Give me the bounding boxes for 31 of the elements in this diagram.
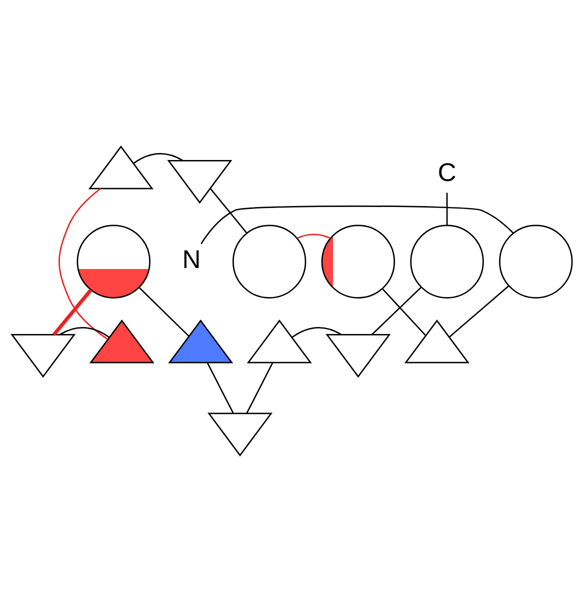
node-triangle — [208, 412, 273, 456]
node-circle — [232, 224, 306, 298]
node-triangle — [168, 319, 234, 363]
connector — [246, 362, 274, 414]
node-triangle — [88, 145, 154, 189]
connector — [210, 188, 248, 234]
connector — [58, 188, 108, 340]
node-triangle — [246, 319, 312, 363]
node-text: N — [182, 245, 201, 274]
node-circle — [321, 224, 396, 298]
node-triangle — [326, 333, 391, 378]
connector — [138, 286, 190, 336]
node-triangle — [89, 319, 154, 363]
node-circle — [499, 224, 573, 298]
connector — [206, 362, 234, 414]
connector — [446, 192, 448, 225]
connector — [60, 326, 110, 338]
node-triangle — [10, 333, 76, 378]
connector — [296, 233, 331, 238]
connector — [382, 288, 426, 336]
connector — [372, 286, 422, 334]
node-circle — [76, 224, 150, 298]
connector — [200, 204, 514, 244]
node-text: C — [438, 158, 456, 186]
connector — [52, 288, 92, 336]
connector — [133, 152, 184, 164]
node-circle — [410, 224, 484, 298]
connector — [448, 284, 510, 338]
node-triangle — [404, 319, 470, 363]
connector — [292, 326, 342, 338]
node-triangle — [167, 159, 232, 204]
